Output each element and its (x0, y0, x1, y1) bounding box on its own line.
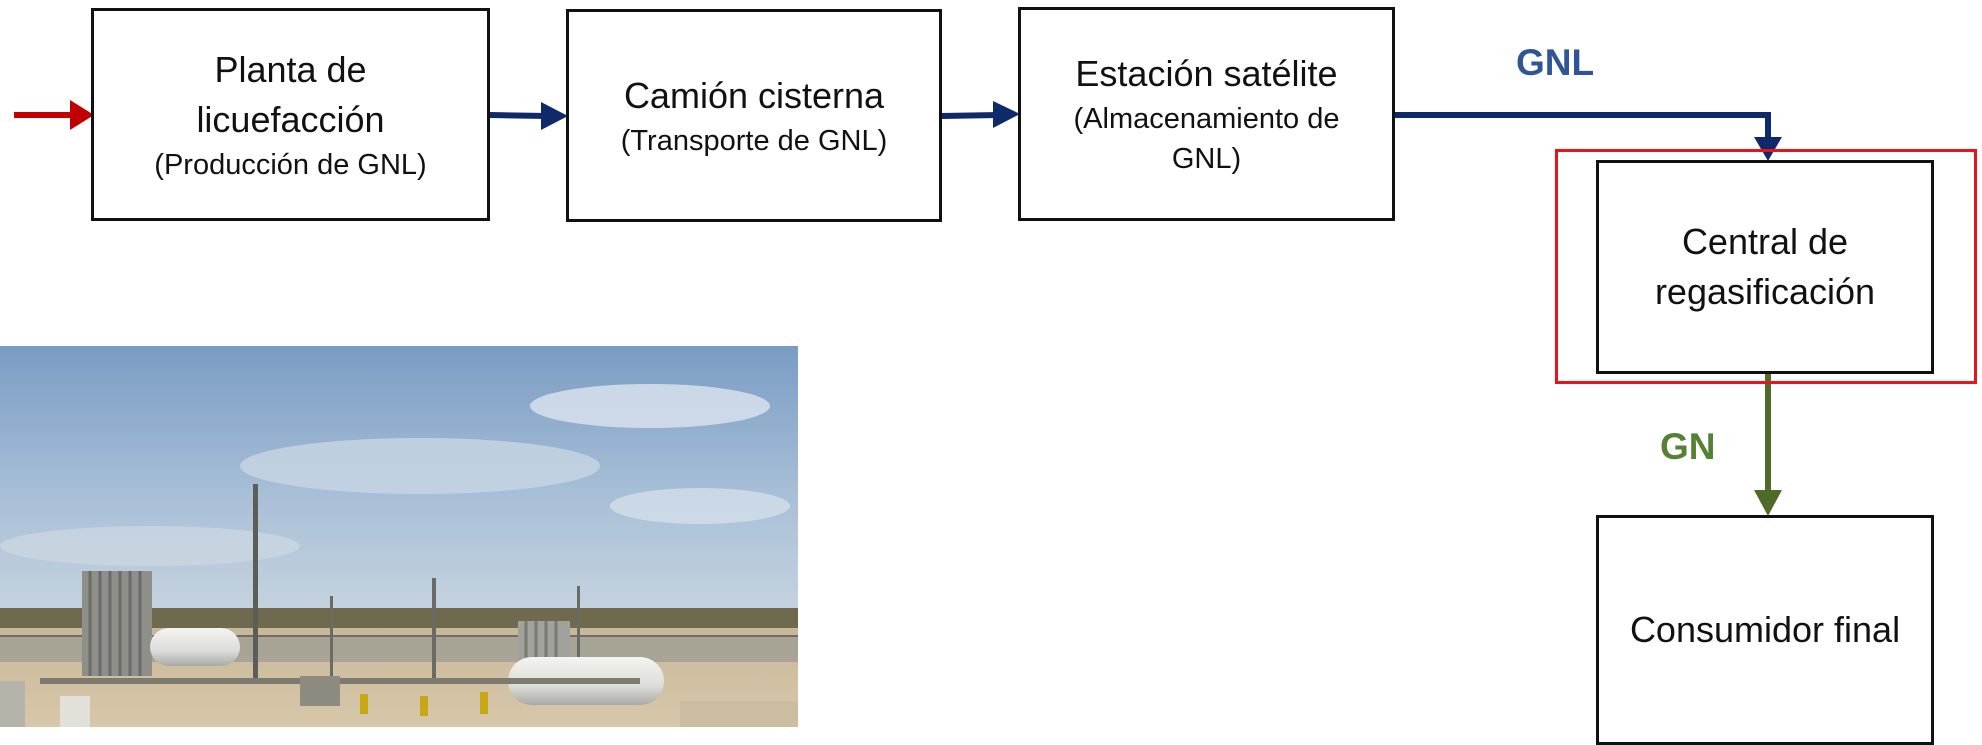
arrow-camion-to-estacion (941, 101, 1020, 128)
planta-subtitle: (Producción de GNL) (154, 148, 427, 181)
estacion-title: Estación satélite (1075, 53, 1338, 94)
box-estacion-satelite: Estación satélite (Almacenamiento de GNL… (1018, 7, 1395, 221)
label-gnl: GNL (1516, 42, 1595, 83)
box-consumidor-final: Consumidor final (1596, 515, 1934, 745)
central-title-line2: regasificación (1654, 271, 1876, 312)
central-title-line1: Central de (1681, 221, 1849, 262)
regasification-highlight (1555, 149, 1977, 384)
label-gn: GN (1660, 426, 1716, 467)
regasification-plant-photo (0, 346, 798, 727)
box-camion-cisterna: Camión cisterna (Transporte de GNL) (566, 9, 942, 222)
input-arrow (14, 100, 94, 130)
arrow-planta-to-camion (489, 102, 568, 130)
estacion-subtitle-line1: (Almacenamiento de (1073, 103, 1340, 135)
consumidor-title: Consumidor final (1629, 609, 1901, 650)
estacion-subtitle-line2: GNL) (1171, 143, 1242, 175)
flow-connectors (14, 100, 1782, 516)
planta-title-line2: licuefacción (196, 98, 385, 140)
camion-title: Camión cisterna (623, 74, 885, 116)
camion-subtitle: (Transporte de GNL) (620, 124, 888, 157)
arrow-central-to-consumidor (1754, 372, 1782, 516)
box-planta-licuefaccion: Planta de licuefacción (Producción de GN… (91, 8, 490, 221)
planta-title-line1: Planta de (214, 48, 367, 90)
box-central-regasificacion: Central de regasificación (1596, 160, 1934, 374)
